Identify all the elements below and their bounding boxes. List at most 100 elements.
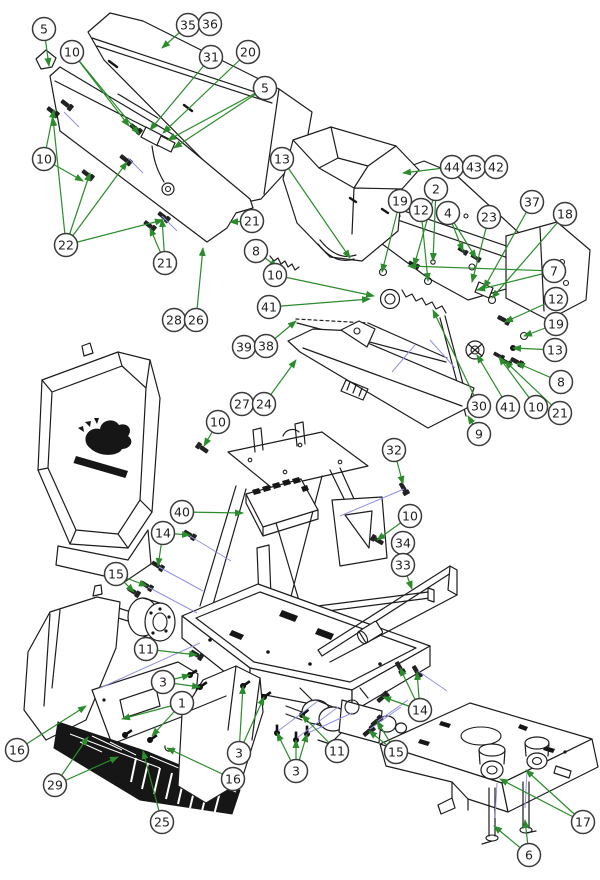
leader-line-17 (525, 769, 584, 823)
svg-text:15: 15 (108, 566, 124, 581)
callout-balloon-2: 2 (423, 176, 449, 202)
hopper-part (282, 126, 420, 262)
leader-line-16 (16, 705, 87, 751)
callout-balloon-39: 39 (231, 334, 257, 360)
callout-balloon-21: 21 (239, 208, 265, 234)
long-spring-part (401, 289, 447, 314)
callout-balloon-40: 40 (169, 499, 195, 525)
svg-text:43: 43 (466, 159, 482, 174)
svg-text:37: 37 (524, 194, 540, 209)
svg-text:13: 13 (547, 342, 563, 357)
svg-text:30: 30 (471, 398, 487, 413)
svg-text:13: 13 (274, 151, 290, 166)
callout-balloon-22: 22 (53, 232, 79, 258)
leader-line-10 (71, 51, 140, 135)
svg-text:4: 4 (444, 205, 452, 220)
side-bracket-part (331, 496, 388, 567)
svg-text:33: 33 (395, 557, 411, 572)
svg-text:19: 19 (548, 316, 564, 331)
svg-text:21: 21 (244, 213, 260, 228)
callout-balloon-3: 3 (226, 740, 252, 766)
callout-balloon-1: 1 (169, 690, 195, 716)
main-frame-part (111, 421, 435, 713)
callout-balloon-18: 18 (552, 201, 578, 227)
leader-line-2 (412, 188, 437, 267)
callout-balloon-7: 7 (541, 258, 567, 284)
svg-text:29: 29 (47, 777, 63, 792)
callout-balloon-8: 8 (243, 238, 269, 264)
svg-text:3: 3 (292, 763, 300, 778)
callout-balloon-11: 11 (133, 636, 159, 662)
callout-balloon-19: 19 (387, 188, 413, 214)
callout-balloon-33: 33 (390, 552, 416, 578)
leader-line-22 (65, 218, 164, 246)
callout-balloon-5: 5 (31, 16, 57, 42)
leader-line-18 (491, 213, 566, 299)
callout-balloon-44: 44 (439, 154, 465, 180)
callout-balloon-11: 11 (324, 738, 350, 764)
svg-text:11: 11 (138, 641, 154, 656)
callout-balloon-25: 25 (149, 809, 175, 835)
svg-text:35: 35 (180, 17, 196, 32)
callout-balloon-34: 34 (390, 530, 416, 556)
ring-clamp-part (379, 288, 401, 310)
leader-line-5 (173, 87, 266, 149)
callout-balloon-10: 10 (523, 394, 549, 420)
callout-balloon-23: 23 (476, 204, 502, 230)
leader-line-10 (274, 274, 375, 298)
callout-balloon-29: 29 (42, 772, 68, 798)
callout-balloon-5: 5 (252, 75, 278, 101)
svg-text:23: 23 (481, 209, 497, 224)
svg-text:20: 20 (240, 44, 256, 59)
svg-text:17: 17 (575, 814, 591, 829)
callout-balloon-20: 20 (235, 39, 261, 65)
callout-balloon-4: 4 (435, 200, 461, 226)
svg-text:40: 40 (174, 504, 190, 519)
leader-line-31 (149, 56, 212, 131)
svg-text:10: 10 (36, 151, 52, 166)
callout-balloon-10: 10 (59, 39, 85, 65)
callout-balloon-12: 12 (543, 286, 569, 312)
boar-logo (73, 418, 132, 478)
svg-text:1: 1 (178, 695, 186, 710)
roller-part (356, 620, 384, 645)
corner-bracket-part (35, 49, 57, 70)
callout-balloon-26: 26 (183, 307, 209, 333)
svg-text:10: 10 (210, 414, 226, 429)
callout-balloon-6: 6 (516, 842, 542, 868)
leader-line-22 (65, 161, 128, 246)
callout-balloon-37: 37 (519, 189, 545, 215)
callout-balloon-42: 42 (483, 154, 509, 180)
svg-text:42: 42 (488, 159, 504, 174)
logo-side-panel-part (37, 342, 161, 582)
leader-line-21 (504, 360, 561, 414)
svg-text:16: 16 (9, 742, 25, 757)
svg-text:2: 2 (432, 181, 440, 196)
svg-text:22: 22 (58, 237, 74, 252)
wheel-hub-part (111, 597, 176, 642)
svg-text:41: 41 (500, 399, 516, 414)
svg-text:14: 14 (412, 702, 428, 717)
svg-text:10: 10 (64, 44, 80, 59)
svg-text:38: 38 (258, 338, 274, 353)
callout-balloon-10: 10 (397, 503, 423, 529)
callout-balloon-10: 10 (205, 409, 231, 435)
panel-skirt-part (55, 529, 152, 582)
leader-line-20 (162, 51, 249, 134)
callout-balloon-31: 31 (198, 44, 224, 70)
callout-balloon-9: 9 (466, 421, 492, 447)
callout-balloon-17: 17 (570, 809, 596, 835)
leader-line-41 (268, 296, 371, 308)
caster-wheel (524, 736, 550, 770)
leader-line-37 (483, 201, 533, 289)
leader-line-7 (407, 262, 555, 272)
callout-balloon-38: 38 (253, 333, 279, 359)
svg-text:12: 12 (548, 291, 564, 306)
svg-text:15: 15 (388, 744, 404, 759)
svg-text:9: 9 (475, 426, 483, 441)
callout-balloon-15: 15 (383, 739, 409, 765)
leader-line-22 (65, 172, 91, 246)
